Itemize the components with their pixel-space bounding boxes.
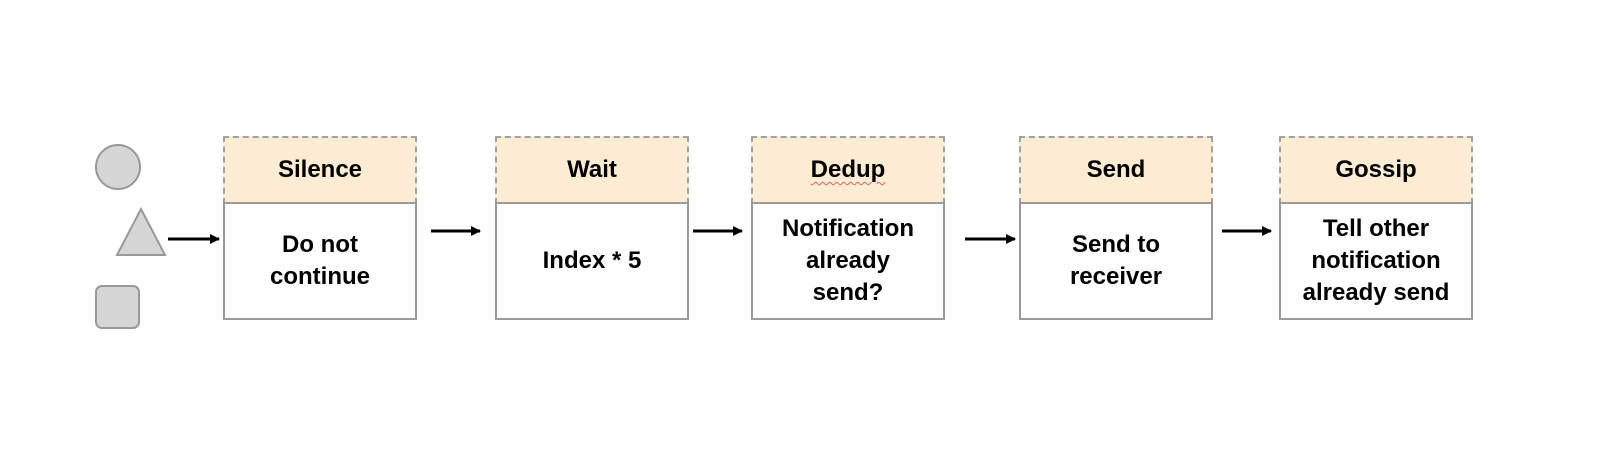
stage-body: Tell other notification already send [1279, 202, 1473, 320]
stage-header: Gossip [1279, 136, 1473, 204]
stage-header-label: Wait [567, 156, 617, 183]
stage-header-label: Gossip [1335, 156, 1417, 183]
stage-body: Notification already send? [751, 202, 945, 320]
stage-header-label: Silence [277, 156, 363, 183]
stage-body: Do not continue [223, 202, 417, 320]
stage-body-text: Notification already send? [782, 215, 914, 306]
stage-header: Wait [495, 136, 689, 204]
stage-body-text: Index * 5 [542, 247, 642, 274]
stage-header-label: Send [1086, 156, 1146, 183]
input-circle-shape [95, 144, 141, 190]
input-square-shape [95, 285, 140, 329]
stage-body-text: Tell other notification already send [1302, 215, 1450, 306]
stage-header: Silence [223, 136, 417, 204]
stage-header-label: Dedup [810, 156, 886, 183]
input-triangle-shape [115, 206, 167, 256]
stage-header: Send [1019, 136, 1213, 204]
stage-body-text: Do not continue [270, 231, 370, 290]
stage-body-text: Send to receiver [1069, 231, 1163, 290]
stage-body: Send to receiver [1019, 202, 1213, 320]
stage-body: Index * 5 [495, 202, 689, 320]
stage-header: Dedup [751, 136, 945, 204]
